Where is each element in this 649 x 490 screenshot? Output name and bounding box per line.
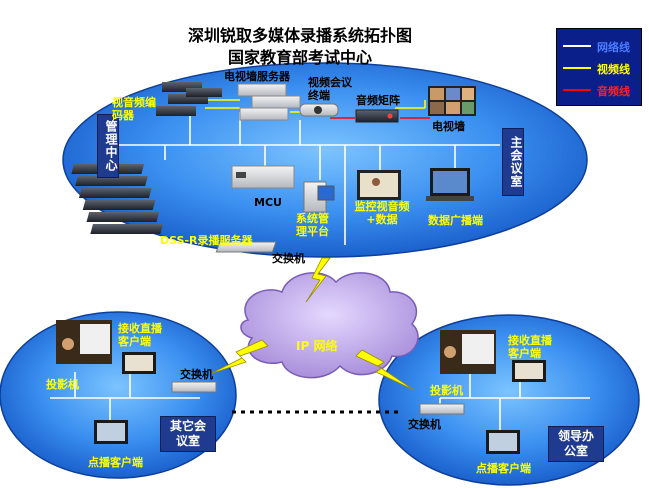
lightning-bolt-top [305, 257, 331, 303]
network-bus-left [50, 372, 200, 422]
left-receive-laptop [122, 352, 156, 374]
left-receive-client-label: 接收直播客户端 [118, 322, 162, 348]
legend-item-video: 视频线 [563, 61, 639, 76]
data-broadcast-label: 数据广播端 [428, 214, 483, 227]
tv-wall [428, 86, 476, 116]
mcu-device [231, 165, 295, 189]
network-bus-right [439, 372, 590, 432]
right-room-name-label: 领导办公室 [548, 426, 604, 462]
management-pc [303, 181, 335, 213]
right-switch [419, 403, 465, 415]
tv-wall-label: 电视墙 [432, 120, 465, 133]
left-projector-label: 投影机 [46, 378, 79, 391]
left-projector-screen [56, 320, 112, 364]
main-switch-label: 交换机 [272, 252, 305, 265]
right-receive-laptop [512, 360, 546, 382]
right-receive-client-label: 接收直播客户端 [508, 334, 552, 360]
mcu-label: MCU [254, 196, 282, 209]
legend: 网络线 视频线 音频线 [556, 28, 642, 106]
monitor-av-data-label: 监控视音频+数据 [354, 200, 410, 226]
diagram-subtitle: 国家教育部考试中心 [227, 48, 372, 67]
left-switch-label: 交换机 [180, 368, 213, 381]
main-meeting-room-label: 主会议室 [502, 128, 524, 196]
network-bus-main [118, 112, 500, 245]
mgmt-platform-label: 系统管理平台 [296, 212, 329, 238]
left-vod-client-label: 点播客户端 [88, 456, 143, 469]
tv-wall-server-label: 电视墙服务器 [224, 70, 290, 83]
right-projector-screen [440, 330, 496, 374]
diagram-title: 深圳锐取多媒体录播系统拓扑图 [187, 26, 412, 45]
right-projector-label: 投影机 [430, 384, 463, 397]
data-broadcast-laptop [426, 168, 474, 201]
tv-wall-server-stack [237, 83, 301, 121]
audio-matrix-label: 音频矩阵 [356, 94, 400, 107]
management-center-label: 管理中心 [97, 114, 119, 178]
main-switch [215, 241, 277, 253]
lightning-bolt-right [355, 349, 415, 391]
video-conference-terminal [299, 103, 339, 117]
ip-network-label: IP 网络 [296, 339, 338, 353]
av-encoder-label: 视音频编码器 [112, 96, 156, 122]
left-switch [171, 381, 217, 393]
legend-item-audio: 音频线 [563, 83, 639, 98]
dss-server-stack [71, 164, 163, 234]
left-vod-laptop [94, 420, 128, 444]
ip-network-cloud [240, 272, 419, 379]
video-conf-terminal-label: 视频会议终端 [308, 76, 352, 102]
left-room-name-label: 其它会议室 [160, 416, 216, 452]
right-switch-label: 交换机 [408, 418, 441, 431]
audio-matrix [355, 109, 399, 123]
right-vod-laptop [486, 430, 520, 454]
right-vod-client-label: 点播客户端 [476, 462, 531, 475]
lightning-bolt-left [209, 339, 269, 375]
monitor-screen [357, 170, 401, 200]
av-encoder-stack [156, 82, 222, 116]
dss-server-label: DSS-R录播服务器 [160, 234, 253, 247]
legend-item-network: 网络线 [563, 39, 639, 54]
